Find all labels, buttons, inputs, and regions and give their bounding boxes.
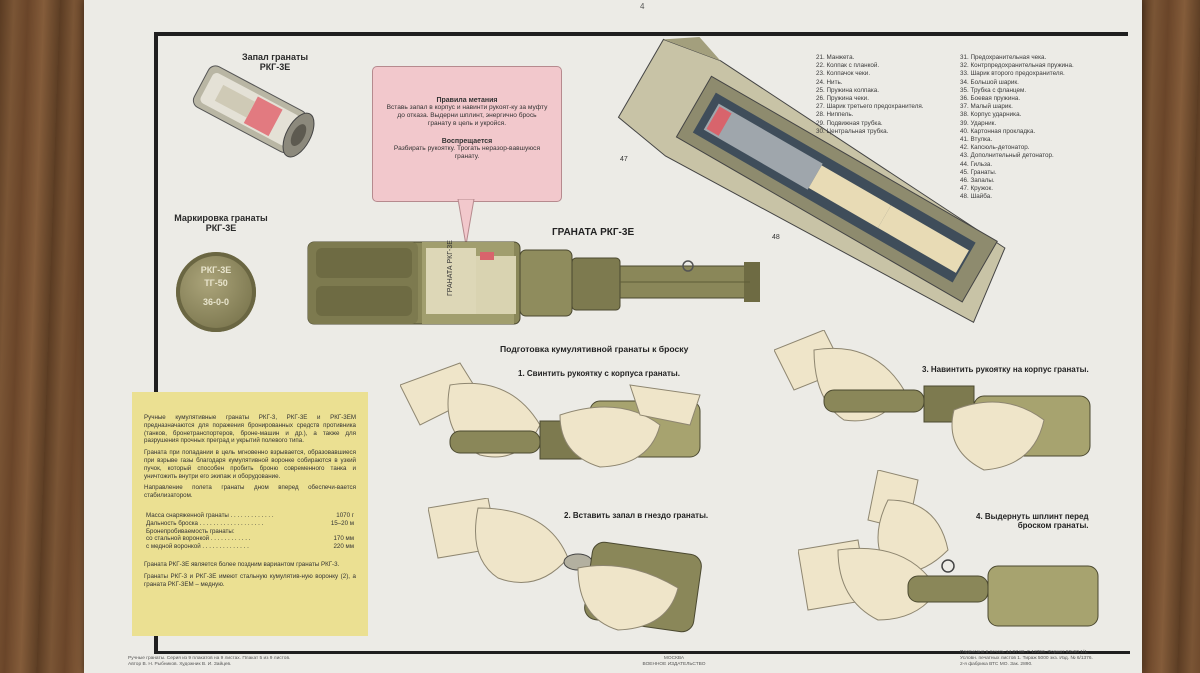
callout-48: 48 — [772, 234, 780, 241]
spec-row: с медной воронкой . . . . . . . . . . . … — [146, 543, 354, 551]
rules-text: Вставь запал в корпус и навинти рукоят-к… — [386, 104, 548, 127]
callout-47: 47 — [620, 156, 628, 163]
fuse-title: Запал гранаты РКГ-3Е — [241, 52, 309, 73]
step-1-illustration — [400, 362, 701, 468]
legend-item: 23. Колпачок чеки. — [816, 70, 871, 78]
legend-item: 39. Ударник. — [960, 119, 997, 127]
marking-line-3: 36-0-0 — [202, 297, 229, 307]
legend-item: 38. Корпус ударника. — [960, 111, 1022, 119]
info-paragraph-1: Ручные кумулятивные гранаты РКГ-3, РКГ-3… — [144, 414, 356, 445]
grenade-body-label: ГРАНАТА РКГ-3Е — [447, 240, 454, 296]
rules-title: Правила метания — [436, 97, 498, 104]
legend-item: 21. Манжета. — [816, 54, 855, 61]
footer-credits: Ручные гранаты. Серия из 9 плакатов на 9… — [128, 656, 291, 667]
legend-item: 37. Малый шарик. — [960, 103, 1013, 111]
legend-item: 28. Ниппель. — [816, 111, 854, 119]
description-box: Ручные кумулятивные гранаты РКГ-3, РКГ-3… — [132, 392, 368, 636]
footer-publisher: МОСКВА ВОЕННОЕ ИЗДАТЕЛЬСТВО — [642, 656, 706, 667]
legend-item: 43. Дополнительный детонатор. — [960, 152, 1054, 160]
step-3-illustration — [774, 330, 1091, 471]
specs-table: Масса снаряженной гранаты . . . . . . . … — [146, 512, 354, 551]
marking-line-1: РКГ-3Е — [200, 265, 232, 275]
info-paragraph-2: Граната при попадании в цель мгновенно в… — [144, 449, 356, 480]
legend-item: 27. Шарик третьего предохранителя. — [816, 103, 924, 111]
preparation-title: Подготовка кумулятивной гранаты к броску — [500, 344, 689, 354]
legend-item: 45. Гранаты. — [960, 168, 997, 176]
footer-print-info: Подписано в печать 14.07.86. Г-12356. Фо… — [960, 650, 1093, 667]
legend-item: 44. Гильза. — [960, 160, 993, 168]
spec-row: Дальность броска . . . . . . . . . . . .… — [146, 519, 354, 527]
step-2-illustration — [428, 498, 702, 633]
legend-column-1: 21. Манжета. 22. Колпак с планкой. 23. К… — [816, 54, 924, 136]
bottom-border-line — [154, 651, 1130, 654]
step-2-label: 2. Вставить запал в гнездо гранаты. — [564, 511, 709, 520]
legend-item: 22. Колпак с планкой. — [816, 62, 880, 70]
rules-pointer-arrow — [457, 199, 475, 246]
legend-item: 35. Трубка с фланцем. — [960, 86, 1027, 94]
grenade-bottom-marking: РКГ-3Е ТГ-50 36-0-0 — [176, 252, 256, 332]
legend-item: 46. Запалы. — [960, 177, 995, 185]
step-4-label: 4. Выдернуть шплинт перед броском гранат… — [976, 512, 1089, 530]
marking-title: Маркировка гранаты РКГ-3Е — [174, 213, 268, 234]
legend-item: 36. Боевая пружина. — [960, 95, 1021, 103]
legend-item: 41. Втулка. — [960, 136, 993, 144]
throwing-rules-box: Правила метания Вставь запал в корпус и … — [372, 66, 562, 202]
top-border-line — [156, 32, 1128, 36]
info-paragraph-3: Направление полета гранаты дном вперед о… — [144, 484, 356, 500]
legend-item: 30. Центральная трубка. — [816, 127, 889, 135]
legend-item: 33. Шарик второго предохранителя. — [960, 70, 1065, 78]
legend-item: 48. Шайба. — [960, 193, 993, 201]
legend-item: 47. Кружок. — [960, 185, 994, 193]
info-paragraph-5: Гранаты РКГ-3 и РКГ-3Е имеют стальную ку… — [144, 572, 356, 588]
legend-item: 34. Большой шарик. — [960, 78, 1019, 86]
page-number: 4 — [640, 2, 645, 11]
fuse-cutaway-illustration — [192, 65, 315, 158]
left-border-line — [154, 32, 158, 654]
legend-column-2: 31. Предохранительная чека. 32. Контрпре… — [960, 54, 1074, 202]
marking-line-2: ТГ-50 — [204, 278, 228, 288]
forbidden-text: Разбирать рукоятку. Трогать неразор-вавш… — [393, 145, 541, 160]
grenade-title: ГРАНАТА РКГ-3Е — [552, 227, 635, 238]
legend-item: 40. Картонная прокладка. — [960, 127, 1036, 135]
handle-cutaway-illustration — [617, 37, 1006, 324]
step-3-label: 3. Навинтить рукоятку на корпус гранаты. — [922, 365, 1089, 374]
step-1-label: 1. Свинтить рукоятку с корпуса гранаты. — [518, 369, 680, 378]
legend-item: 31. Предохранительная чека. — [960, 54, 1047, 61]
poster-sheet: 4 Запал гранаты РКГ-3Е Маркировка гранат… — [84, 0, 1142, 673]
legend-item: 24. Нить. — [816, 78, 843, 86]
legend-item: 29. Подвижная трубка. — [816, 119, 883, 127]
legend-item: 32. Контрпредохранительная пружина. — [960, 62, 1074, 70]
spec-row: со стальной воронкой . . . . . . . . . .… — [146, 535, 354, 543]
legend-item: 25. Пружина колпака. — [816, 86, 880, 94]
forbidden-title: Воспрещается — [441, 138, 493, 145]
info-paragraph-4: Граната РКГ-3Е является более поздним ва… — [144, 560, 340, 568]
step-4-illustration — [798, 470, 1099, 627]
spec-row: Масса снаряженной гранаты . . . . . . . … — [146, 511, 354, 519]
legend-item: 26. Пружина чеки. — [816, 95, 869, 103]
grenade-side-illustration: ГРАНАТА РКГ-3Е — [307, 240, 760, 325]
legend-item: 42. Капсюль-детонатор. — [960, 144, 1030, 152]
spec-row: Бронепробиваемость гранаты: — [146, 527, 235, 535]
